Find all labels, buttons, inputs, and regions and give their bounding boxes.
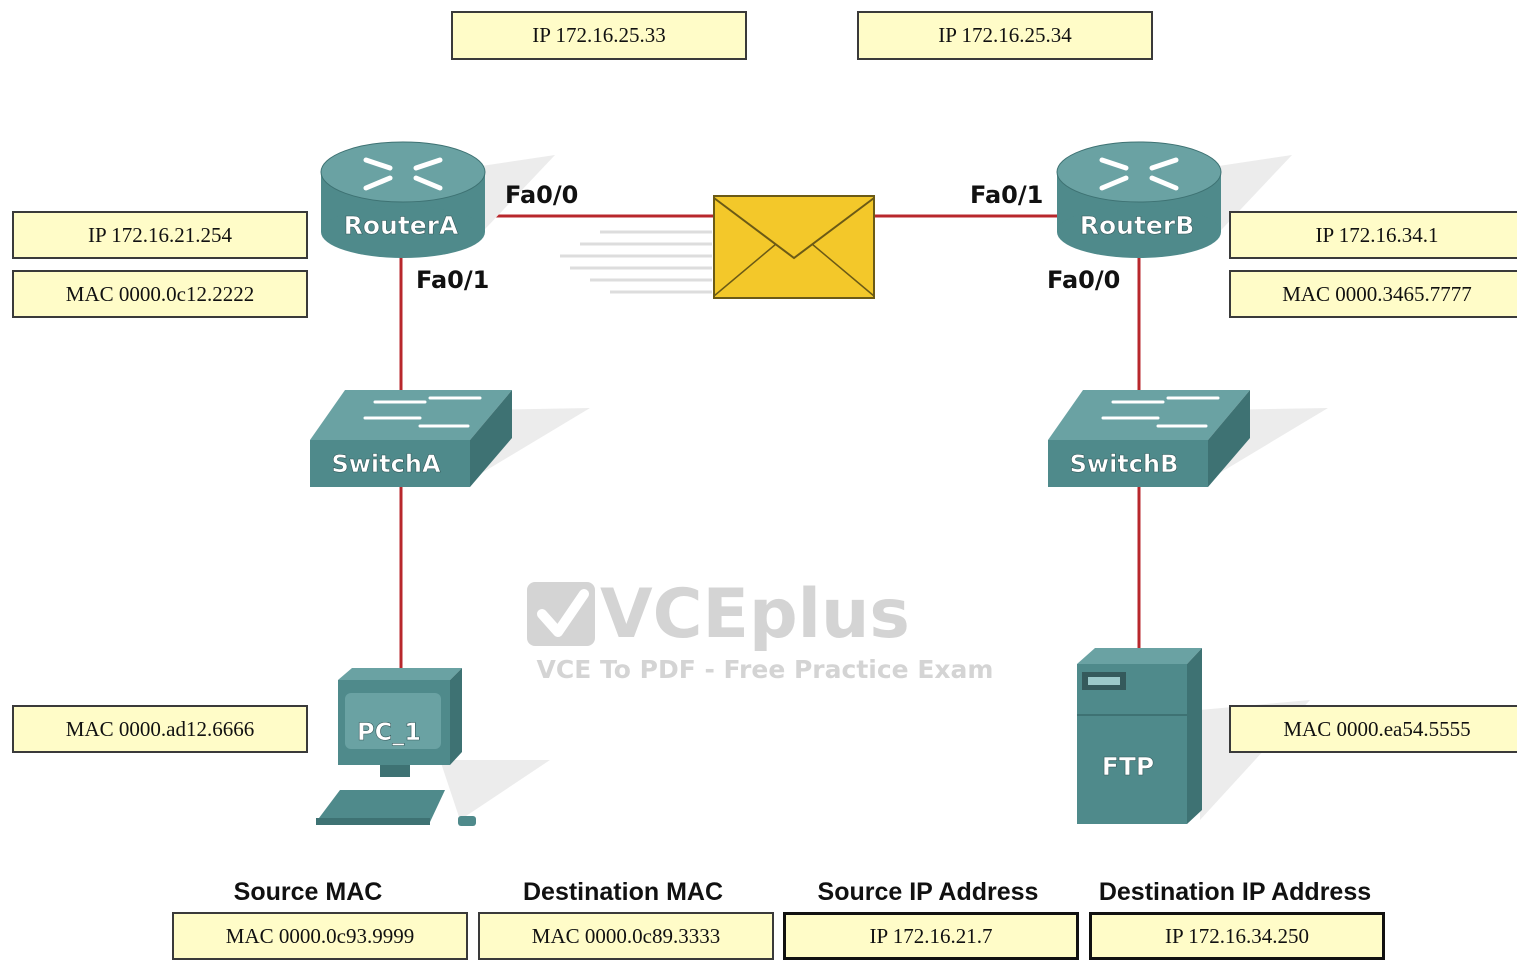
top-ip-right: IP 172.16.25.34: [857, 11, 1153, 60]
routera-label: RouterA: [344, 211, 459, 240]
packet-dest-mac: MAC 0000.0c89.3333: [478, 912, 774, 960]
switchb-label: SwitchB: [1070, 450, 1179, 478]
server-icon: [1077, 648, 1310, 824]
router-icon: [320, 141, 555, 258]
routerb-port-top: Fa0/1: [970, 181, 1044, 209]
routerb-mac: MAC 0000.3465.7777: [1229, 270, 1517, 318]
header-source-mac: Source MAC: [233, 878, 383, 906]
header-source-ip: Source IP Address: [817, 878, 1039, 906]
watermark-logo-icon: [527, 582, 595, 646]
routera-ip: IP 172.16.21.254: [12, 211, 308, 259]
switcha-label: SwitchA: [331, 450, 440, 478]
envelope-icon: [713, 195, 875, 299]
pc-mac: MAC 0000.ad12.6666: [12, 705, 308, 753]
pc-label: PC_1: [357, 718, 421, 746]
packet-source-ip: IP 172.16.21.7: [783, 912, 1079, 960]
header-dest-ip: Destination IP Address: [1098, 878, 1372, 906]
motion-lines-icon: [560, 230, 712, 294]
routera-port-bottom: Fa0/1: [416, 266, 490, 294]
packet-dest-ip: IP 172.16.34.250: [1089, 912, 1385, 960]
watermark-brand: VCEplus: [600, 575, 910, 654]
packet-source-mac: MAC 0000.0c93.9999: [172, 912, 468, 960]
routera-mac: MAC 0000.0c12.2222: [12, 270, 308, 318]
ftp-label: FTP: [1102, 752, 1154, 781]
header-dest-mac: Destination MAC: [523, 878, 723, 906]
switch-icon: [310, 390, 590, 487]
links: [399, 214, 1141, 682]
top-ip-left: IP 172.16.25.33: [451, 11, 747, 60]
routerb-ip: IP 172.16.34.1: [1229, 211, 1517, 259]
routera-port-top: Fa0/0: [505, 181, 579, 209]
watermark: VCEplus VCE To PDF - Free Practice Exam: [527, 575, 993, 684]
watermark-tagline: VCE To PDF - Free Practice Exam: [537, 655, 994, 684]
pc-icon: [316, 668, 550, 826]
ftp-mac: MAC 0000.ea54.5555: [1229, 705, 1517, 753]
routerb-label: RouterB: [1080, 211, 1195, 240]
routerb-port-bottom: Fa0/0: [1047, 266, 1121, 294]
router-icon: [1056, 141, 1292, 258]
switch-icon: [1048, 390, 1328, 487]
